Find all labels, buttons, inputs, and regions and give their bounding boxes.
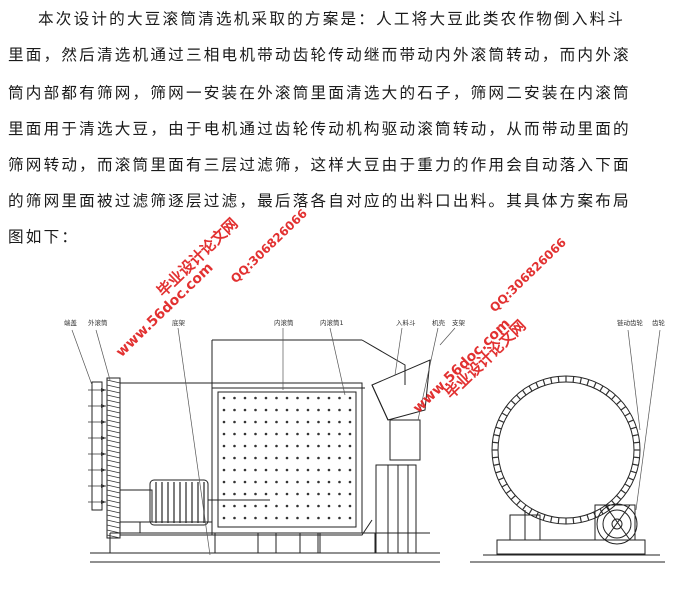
drawing-label-housing: 机壳 [432, 318, 446, 327]
drawing-label-end-cap: 端盖 [64, 318, 78, 327]
end-frame [496, 539, 646, 555]
paragraph-line-7: 图如下： [8, 228, 80, 246]
end-flange [91, 381, 103, 511]
drive-gear-outer [596, 503, 638, 545]
end-roller-right [594, 504, 636, 541]
hopper-edge [371, 384, 389, 421]
end-flange-arrows [88, 388, 106, 504]
paragraph-line-3: 筒内部都有筛网，筛网一安装在外滚筒里面清选大的石子，筛网二安装在内滚筒 [8, 84, 631, 102]
motor-gearbox [119, 489, 153, 523]
screen-panel [217, 391, 357, 528]
drive-gear-hub [611, 518, 623, 530]
paragraph-line-4: 里面用于清选大豆，由于电机通过齿轮传动机构驱动滚筒转动，从而带动里面的 [8, 120, 631, 138]
motor-body [149, 479, 209, 526]
drawing-label-inner-drum: 内滚筒 [274, 318, 294, 327]
drum-end-circle-outer [491, 375, 641, 525]
paragraph-line-2: 里面，然后清选机通过三相电机带动齿轮传动继而带动内外滚筒转动，而内外滚 [8, 46, 631, 64]
paragraph-line-6: 的筛网里面被过滤筛逐层过滤，最后落各自对应的出料口出料。其具体方案布局 [8, 192, 631, 210]
drawing-label-outer-drum: 外滚筒 [88, 318, 108, 327]
outlet [299, 532, 319, 554]
drum-upper [211, 383, 365, 389]
motor-fins [155, 482, 205, 523]
drawing-label-inner-drum-1: 内滚筒1 [320, 318, 344, 327]
drum-bottom [212, 519, 373, 536]
drum-end-circle-inner [497, 381, 635, 519]
paragraph-line-1: 本次设计的大豆滚筒清选机采取的方案是：人工将大豆此类农作物倒入料斗 [38, 10, 626, 28]
outlet [257, 532, 277, 554]
drawing-label-gear: 齿轮 [652, 318, 666, 327]
motor-mount [139, 521, 213, 534]
drum-shoulder [361, 339, 406, 385]
discharge-column [375, 464, 417, 554]
drawing-label-bracket: 支架 [452, 318, 466, 327]
end-cap-gear-teeth [106, 379, 121, 539]
paragraph-line-5: 筛网转动，而滚筒里面有三层过滤筛，这样大豆由于重力的作用会自动落入下面 [8, 156, 631, 174]
drawing-label-base: 底架 [172, 318, 186, 327]
drawing-label-hopper: 入料斗 [396, 318, 416, 327]
drum-end-gear-teeth [492, 376, 640, 524]
hopper-neck [389, 419, 421, 461]
end-cap [106, 377, 121, 539]
drawing-label-chain-gear: 链动齿轮 [617, 318, 644, 327]
drive-gear-inner [602, 509, 632, 539]
screen-holes [222, 396, 352, 520]
